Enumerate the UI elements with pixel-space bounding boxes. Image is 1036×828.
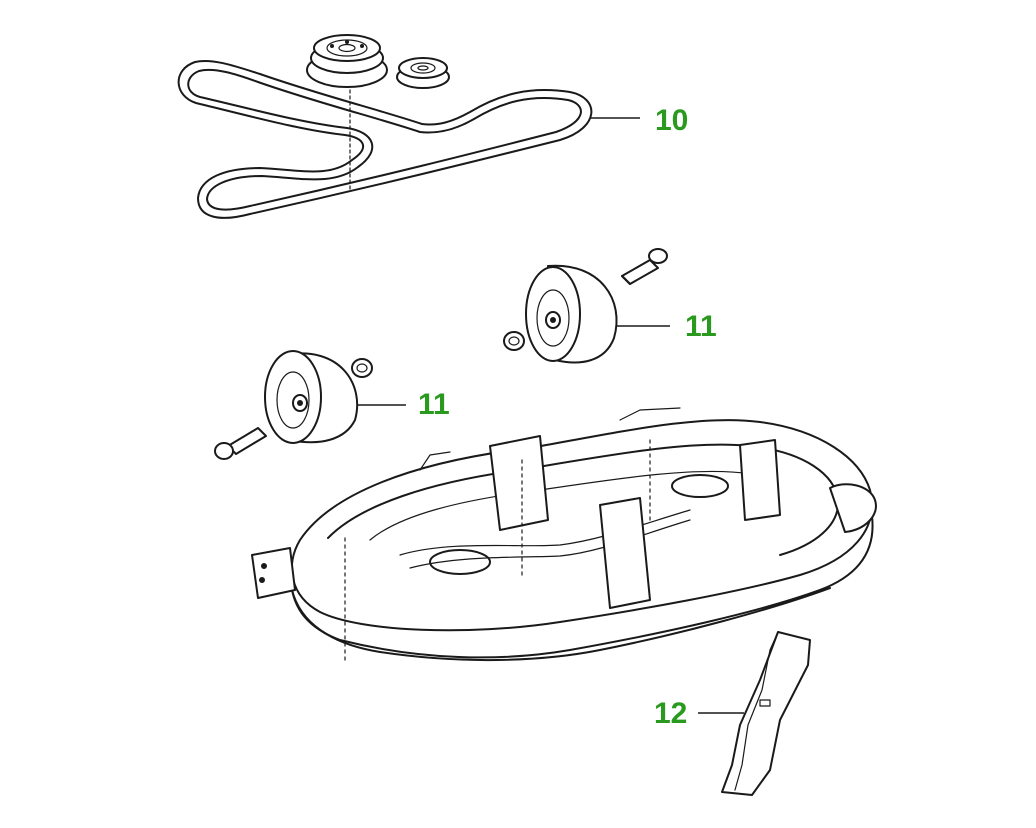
idler-pulley-large [306, 34, 388, 191]
idler-pulley-small [396, 57, 450, 89]
callout-10: 10 [655, 104, 689, 137]
callout-11-upper: 11 [685, 310, 717, 343]
drive-belt [177, 59, 593, 219]
gauge-wheel-upper [503, 248, 668, 364]
mower-blade [721, 631, 811, 796]
mower-deck [251, 407, 877, 662]
callout-12: 12 [654, 697, 688, 730]
leader-lines [358, 117, 744, 714]
gauge-wheel-lower [214, 350, 373, 460]
callout-11-lower: 11 [418, 388, 450, 421]
